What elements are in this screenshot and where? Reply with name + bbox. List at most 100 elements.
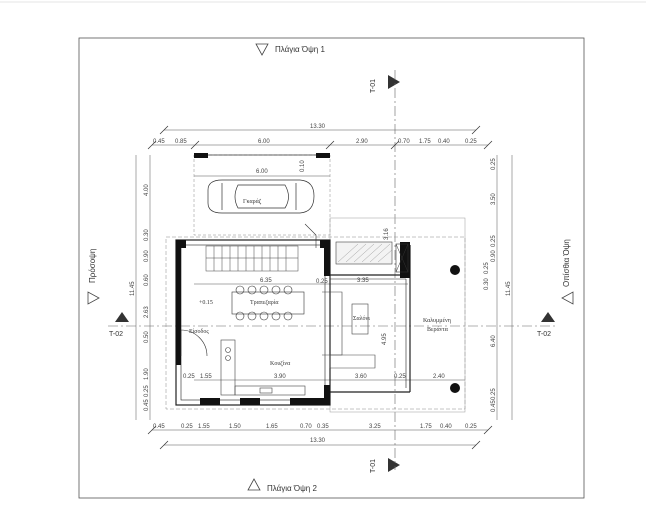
sink [259,387,273,394]
room-label-dining: Τραπεζαρία [250,299,279,306]
dim-left-part: 0.45 [144,399,150,411]
planter: 3.16 [335,228,409,273]
triangle-icon [87,291,100,305]
section-label: T-01 [370,459,377,473]
chair [259,311,269,321]
dim-tick [325,140,335,150]
room-label-veranda-2: Βεράντα [427,327,449,333]
dim-bottom-part: 0.45 [153,424,165,430]
dim-tick [483,140,493,150]
triangle-icon [255,43,269,56]
sheet-frame [78,37,585,499]
dim-inner-bottom: 2.40 [433,374,445,380]
room-label-kitchen: Κουζίνα [270,360,291,367]
view-label-right: Οπίσθια Όψη [562,239,571,287]
section-t02-left: T-02 [109,312,129,338]
dim-inner-bottom: 0.25 [394,374,406,380]
terrace-outline [165,236,466,410]
dim-inner-025: 0.25 [316,279,328,285]
dim-bottom-part: 1.55 [198,424,210,430]
dim-right-part: 0.45 [491,400,497,412]
dim-left-part: 0.30 [144,229,150,241]
column [324,248,330,276]
fireplace-diag [395,243,409,273]
chair [235,285,245,295]
section-t01-top: T-01 [370,75,400,93]
dim-inner-495: 4.95 [382,333,388,345]
dim-right-part: 0.25 [491,158,497,170]
garage-door-swing [304,223,317,248]
dim-tick [159,440,169,450]
garage-area: Γκαράζ 0.10 [193,153,331,236]
view-label-left: Πρόσοψη [88,249,97,283]
dim-top-part: 0.25 [465,139,477,145]
section-arrow-icon [388,75,400,89]
column [200,398,220,405]
dim-bottom-part: 1.50 [229,424,241,430]
stair-outline [205,245,299,272]
view-marker-left: Πρόσοψη [87,249,100,305]
dim-bottom-part: 0.35 [317,424,329,430]
chair [283,285,293,295]
dim-inner-316: 3.16 [384,228,390,240]
dim-left-part: 0.25 [144,385,150,397]
sofa-bottom [329,354,376,369]
dim-tick [471,125,481,135]
dim-tick [390,140,400,150]
dining-table [231,285,305,321]
dim-top-part: 0.85 [175,139,187,145]
room-label-veranda-1: Καλυμμένη [423,318,451,324]
dim-top-part: 0.40 [438,139,450,145]
dim-tick [159,125,169,135]
dim-garage-width: 6.00 [256,169,268,175]
triangle-icon [561,291,574,305]
room-label-garage: Γκαράζ [243,198,262,205]
planter-hatch [337,243,393,263]
dim-top-total: 13.30 [310,124,326,130]
dim-bottom-part: 1.65 [266,424,278,430]
living-furniture [322,291,376,369]
chair [247,311,257,321]
section-arrow-icon [388,458,400,472]
entrance-door [180,223,317,357]
dim-top-part: 0.70 [398,139,410,145]
dim-bottom-part: 1.75 [420,424,432,430]
dim-tick [190,140,200,150]
chair [235,311,245,321]
dim-tick [483,425,493,435]
garage-post [194,153,208,158]
view-marker-top: Πλάγια Όψη 1 [255,43,325,56]
column [176,248,181,360]
dim-right-part: 3.50 [491,193,497,205]
dim-right-part: 0.25 [484,262,490,274]
chair [259,285,269,295]
dim-bottom-total: 13.30 [310,438,326,444]
dim-left-part: 0.50 [144,331,150,343]
chair [271,285,281,295]
dim-left-part: 0.60 [144,274,150,286]
section-t02-right: T-02 [537,312,555,338]
veranda-column [450,383,460,393]
section-label: T-01 [370,79,377,93]
column [240,398,260,405]
dim-left-part: 0.90 [144,250,150,262]
dim-right-part: 0.30 [484,278,490,290]
door-swing [180,329,208,357]
view-label-bottom: Πλάγια Όψη 2 [267,484,317,493]
dim-tick [147,425,157,435]
dim-bottom-part: 0.25 [465,424,477,430]
view-marker-right: Οπίσθια Όψη [561,239,574,305]
garage-post [316,153,330,158]
dimension-ticks [147,125,493,450]
dim-inner-bottom: 3.90 [274,374,286,380]
dim-right-part: 0.25 [491,235,497,247]
chair [271,311,281,321]
dim-inner-bottom: 1.55 [200,374,212,380]
column [176,240,186,248]
dim-top-part: 6.00 [258,139,270,145]
veranda-column [450,265,460,275]
room-label-entrance: Είσοδος [189,329,209,335]
column [400,242,410,278]
car-icon [207,179,315,214]
hob-burner [225,347,231,353]
